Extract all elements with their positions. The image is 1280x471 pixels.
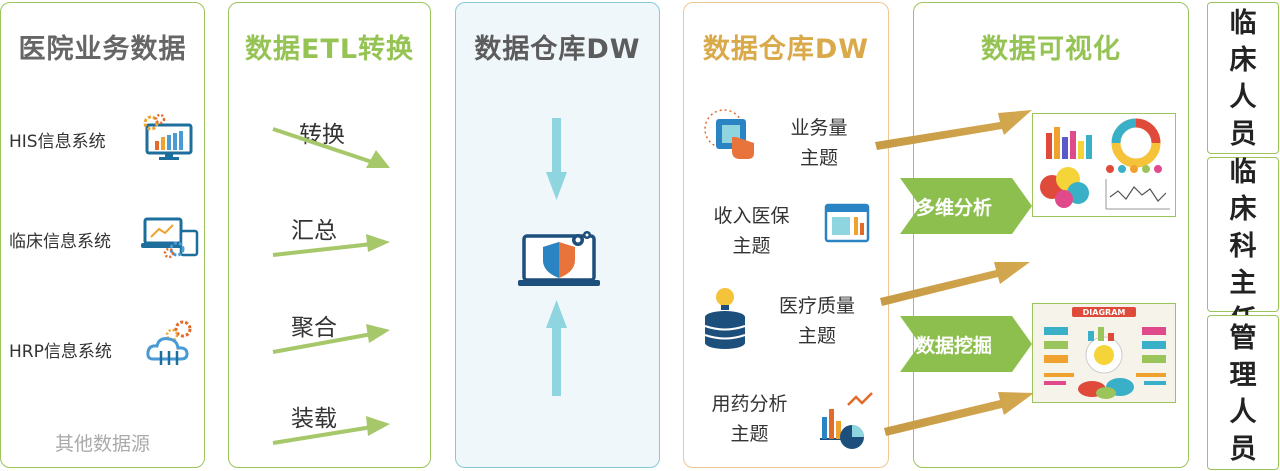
theme-sub: 主题 (732, 235, 771, 257)
laptop-shield-icon (518, 231, 600, 286)
source-item-his: HIS信息系统 (9, 132, 106, 152)
viz-panel: 数据可视化 DIAGRAM (913, 2, 1189, 468)
etl-arrow-transform (272, 127, 390, 168)
diagram-label: DIAGRAM (1083, 308, 1126, 317)
badge-multidim-label: 多维分析 (916, 197, 993, 219)
viz-arrow-1 (875, 110, 1032, 150)
chart-analytics-icon (820, 392, 873, 449)
dw-title: 数据仓库DW (474, 34, 641, 65)
viz-arrow-3 (884, 392, 1034, 436)
role-char: 管理人员 (1229, 323, 1257, 465)
role-management: 管理人员 (1207, 315, 1279, 470)
theme-drug-analysis: 用药分析 主题 (692, 389, 807, 449)
source-title: 医院业务数据 (18, 34, 187, 65)
viz-title: 数据可视化 (981, 34, 1121, 65)
viz-arrow-2 (880, 262, 1030, 306)
etl-panel: 数据ETL转换 转换 汇总 聚合 装载 (228, 2, 431, 468)
role-char: 临床人员 (1229, 8, 1257, 150)
theme-label: 收入医保 (713, 205, 790, 227)
etl-step-summarize: 汇总 (291, 218, 337, 244)
dw-themes-panel: 数据仓库DW 业务量 主题 收入医保 主题 医疗质量 主题 用药分析 主题 (683, 2, 889, 468)
etl-step-load: 装载 (291, 406, 337, 432)
dw-arrow-up (546, 300, 567, 396)
badge-mining-label: 数据挖掘 (916, 335, 993, 357)
theme-sub: 主题 (797, 325, 836, 347)
theme-sub: 主题 (730, 423, 769, 445)
dashboard-window-icon (824, 203, 870, 243)
laptop-tablet-icon (141, 217, 199, 259)
source-panel: 医院业务数据 HIS信息系统 临床信息系统 HRP信息系统 其他数据源 (0, 2, 205, 468)
theme-income-insurance: 收入医保 主题 (694, 201, 809, 261)
theme-label: 业务量 (790, 117, 848, 139)
dw-themes-title: 数据仓库DW (702, 34, 870, 65)
cloud-gears-icon (146, 320, 192, 365)
theme-label: 用药分析 (711, 393, 788, 415)
etl-arrow-aggregate (272, 324, 390, 354)
dashboard-thumbnail-multidim (1032, 113, 1176, 217)
theme-medical-quality: 医疗质量 主题 (762, 291, 872, 351)
etl-arrow-summarize (272, 234, 390, 257)
touch-screen-icon (704, 109, 754, 159)
monitor-chart-icon (143, 113, 193, 160)
role-clinical-staff: 临床人员 (1207, 2, 1279, 154)
database-bulb-icon (704, 288, 746, 349)
source-item-hrp: HRP信息系统 (9, 342, 112, 362)
dw-arrow-down (546, 118, 567, 200)
theme-business-volume: 业务量 主题 (774, 113, 864, 173)
badge-multidim-shape (900, 178, 1032, 234)
source-other: 其他数据源 (54, 433, 150, 455)
badge-mining-shape (900, 316, 1032, 372)
theme-label: 医疗质量 (778, 295, 855, 317)
etl-step-aggregate: 聚合 (291, 315, 337, 341)
source-item-clinical: 临床信息系统 (9, 232, 111, 252)
etl-arrow-load (272, 416, 390, 445)
dashboard-thumbnail-mining: DIAGRAM (1032, 303, 1176, 403)
etl-title: 数据ETL转换 (244, 34, 415, 65)
theme-sub: 主题 (799, 147, 838, 169)
